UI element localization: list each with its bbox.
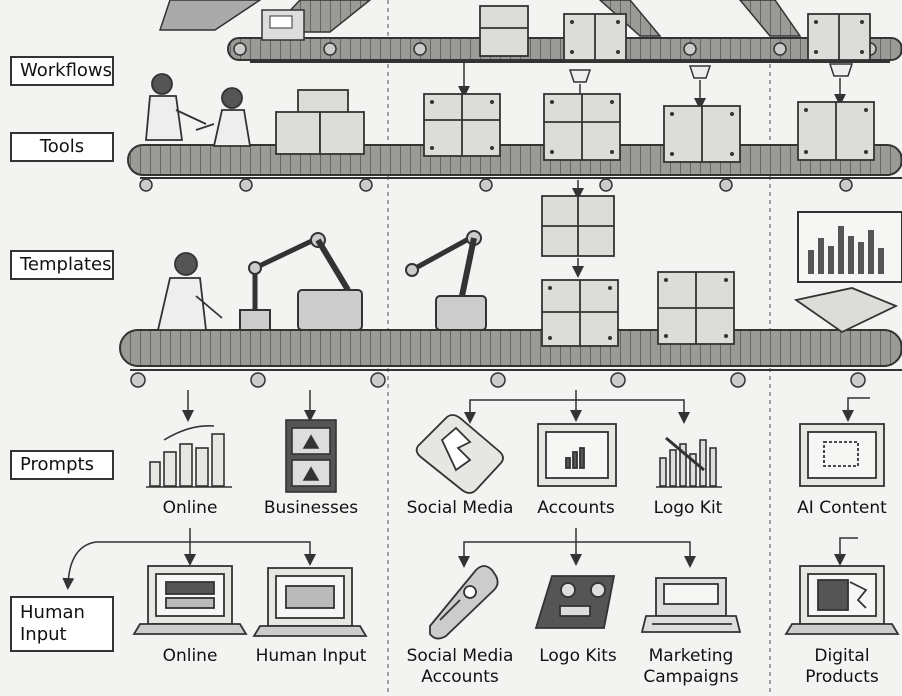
caption-accounts: Accounts xyxy=(537,498,615,518)
row-label-human-input-line1: Human xyxy=(20,602,85,623)
row-label-human-input-line2: Input xyxy=(20,624,67,645)
templates-boxes xyxy=(541,271,735,347)
conveyor-workflows xyxy=(158,0,902,63)
logo-kits-icon xyxy=(534,575,616,629)
robot-arm-left xyxy=(239,232,363,331)
workers-tools xyxy=(145,73,252,147)
digital-products-icon xyxy=(784,565,900,635)
caption-logo-kits: Logo Kits xyxy=(539,646,617,666)
row-label-workflows: Workflows xyxy=(10,56,114,86)
caption-logo-kit: Logo Kit xyxy=(653,498,723,518)
conveyor-templates xyxy=(119,329,902,388)
templates-drop-box xyxy=(541,195,615,257)
businesses-icon xyxy=(285,419,337,493)
caption-digital-products: Digital Products xyxy=(792,646,892,688)
caption-businesses: Businesses xyxy=(263,498,359,518)
row-label-templates: Templates xyxy=(10,250,114,280)
ai-content-icon xyxy=(799,423,885,487)
caption-digital-products-line2: Products xyxy=(805,667,879,687)
social-media-accounts-icon xyxy=(429,565,499,640)
online-chart-icon xyxy=(146,424,232,488)
caption-ai-content: AI Content xyxy=(797,498,887,518)
caption-online-human: Online xyxy=(162,646,218,666)
caption-marketing-campaigns-line1: Marketing xyxy=(648,646,734,666)
worker-templates xyxy=(156,252,223,331)
caption-marketing-campaigns: Marketing Campaigns xyxy=(636,646,746,688)
social-media-icon xyxy=(415,414,504,494)
human-input-laptop-icon xyxy=(252,567,368,637)
caption-social-media-accounts-line1: Social Media xyxy=(406,646,514,666)
workflow-boxes xyxy=(479,5,871,61)
logo-kit-icon xyxy=(656,436,722,488)
caption-social-media-accounts: Social Media Accounts xyxy=(396,646,524,688)
caption-online: Online xyxy=(162,498,218,518)
row-label-prompts: Prompts xyxy=(10,450,114,480)
marketing-campaigns-icon xyxy=(640,577,742,633)
caption-social-media: Social Media xyxy=(406,498,514,518)
online-laptop-icon xyxy=(132,565,248,635)
row-label-human-input: Human Input xyxy=(10,596,114,652)
conveyor-tools xyxy=(127,144,902,192)
caption-marketing-campaigns-line2: Campaigns xyxy=(643,667,739,687)
tools-boxes xyxy=(275,89,875,163)
row-label-tools: Tools xyxy=(10,132,114,162)
robot-arm-right xyxy=(405,230,487,331)
chart-monitor xyxy=(793,211,902,334)
caption-digital-products-line1: Digital xyxy=(814,646,870,666)
accounts-icon xyxy=(537,423,617,487)
caption-social-media-accounts-line2: Accounts xyxy=(421,667,499,687)
caption-human-input: Human Input xyxy=(255,646,367,666)
